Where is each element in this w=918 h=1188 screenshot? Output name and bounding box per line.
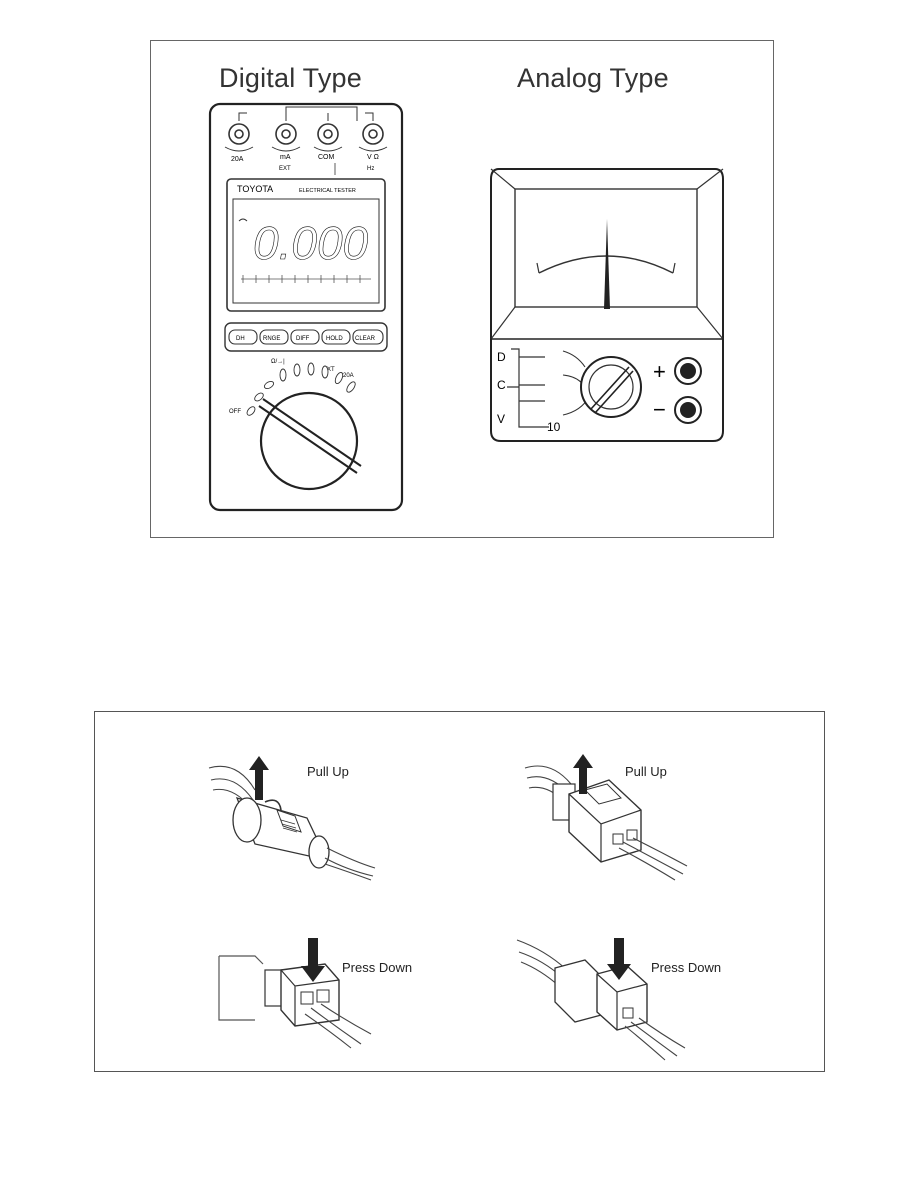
dial-label-off: OFF [229,409,241,415]
connector-release-panel: Pull Up Pull Up Press Down Press Down [94,711,825,1072]
button-clear: CLEAR [355,336,376,342]
meter-types-panel: Digital Type Analog Type 20A mA COM V Ω … [150,40,774,538]
meter-brand: TOYOTA [237,184,273,194]
meter-subtitle: ELECTRICAL TESTER [299,188,356,194]
display-reading: 0.000 [253,217,369,269]
button-hold: HOLD [326,336,343,342]
button-dh: DH [236,336,245,342]
button-diff: DIFF [296,336,310,342]
dial-label-20a: 20A [343,373,354,379]
analog-type-title: Analog Type [517,63,669,93]
button-rnge: RNGE [263,336,280,342]
arrow-down-icon [301,938,325,982]
square-connector-press-down-illustration [516,938,686,1061]
arrow-up-icon [249,756,269,800]
round-connector-pull-up-illustration [208,756,376,881]
jack-label-ma: mA [280,154,291,161]
jack-label-hz: Hz [367,166,374,172]
jack-label-com: COM [318,154,335,161]
dial-label-ext: EXT [323,367,335,373]
minus-symbol: − [653,397,666,422]
input-jacks [224,106,388,152]
arrow-down-icon [607,938,631,980]
square-connector-pull-up-illustration [524,754,688,881]
analog-multimeter-illustration: D C V 10 + − [490,168,724,442]
range-label-d: D [497,350,506,364]
pull-up-label-right: Pull Up [625,764,667,779]
jack-label-20a: 20A [231,156,244,163]
range-label-v: V [497,412,505,426]
digital-multimeter-illustration: 20A mA COM V Ω EXT Hz TOYOTA ELECTRICAL … [208,102,404,512]
digital-type-title: Digital Type [219,63,362,93]
pull-up-label-left: Pull Up [307,764,349,779]
press-down-label-left: Press Down [342,960,413,975]
arrow-up-icon [573,754,593,794]
press-down-label-right: Press Down [651,960,722,975]
housing-connector-press-down-illustration [218,938,372,1049]
dial-label-ohm: Ω/→| [271,359,285,365]
range-label-c: C [497,378,506,392]
jack-label-ext: EXT [279,166,291,172]
plus-symbol: + [653,359,666,384]
dial-position-marks [246,362,356,416]
jack-label-v-ohm: V Ω [367,154,379,161]
terminal-jacks [674,357,702,424]
dial-value-label: 10 [547,420,561,434]
